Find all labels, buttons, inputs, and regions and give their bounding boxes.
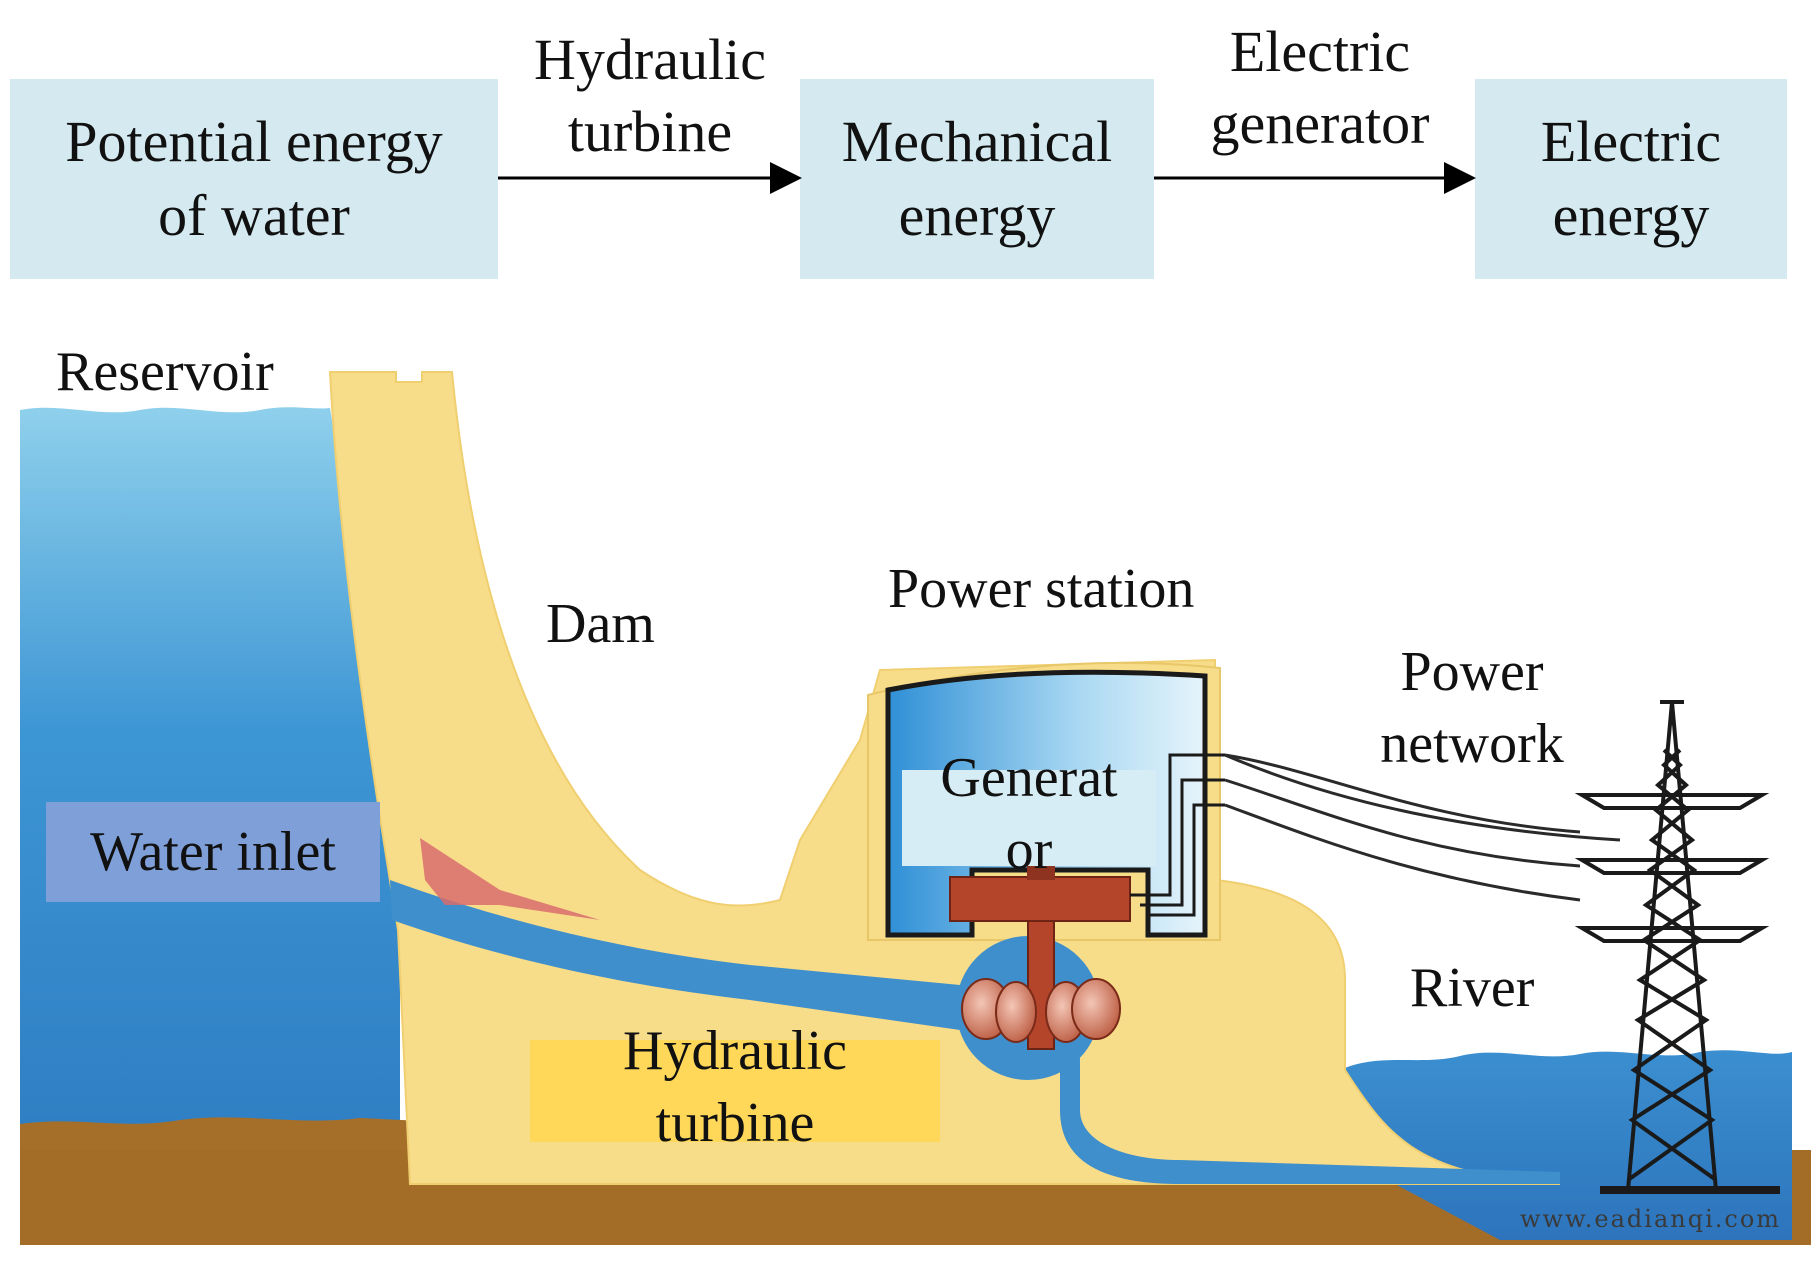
hydraulic-turbine-line1: Hydraulic bbox=[623, 1020, 847, 1082]
power-network-label: Power network bbox=[1362, 636, 1582, 780]
electric-energy-box: Electric energy bbox=[1475, 79, 1787, 279]
water-inlet-text: Water inlet bbox=[90, 821, 336, 883]
river-label: River bbox=[1402, 952, 1543, 1024]
water-inlet-arrow bbox=[420, 838, 600, 920]
arrow2-head bbox=[1444, 162, 1476, 194]
penstock bbox=[390, 880, 1560, 1184]
flow-arrows bbox=[498, 162, 1476, 194]
transmission-lines bbox=[1224, 753, 1621, 902]
power-network-line2: network bbox=[1380, 713, 1564, 775]
generator-line2: or bbox=[1005, 819, 1053, 881]
arrow2-line1: Electric bbox=[1229, 19, 1411, 84]
mechanical-energy-line2: energy bbox=[898, 183, 1056, 248]
generator-conductors bbox=[1130, 753, 1225, 917]
mechanical-energy-line1: Mechanical bbox=[841, 109, 1113, 174]
dam-label: Dam bbox=[546, 593, 655, 655]
mechanical-energy-box: Mechanical energy bbox=[800, 79, 1154, 279]
hydraulic-turbine-arrow-label: Hydraulic turbine bbox=[500, 24, 800, 168]
potential-energy-line2: of water bbox=[158, 183, 350, 248]
arrow1-head bbox=[770, 162, 802, 194]
transmission-tower bbox=[1574, 700, 1780, 1194]
electric-energy-line1: Electric bbox=[1540, 109, 1722, 174]
reservoir-label: Reservoir bbox=[56, 341, 274, 403]
rotor-cap bbox=[1027, 866, 1055, 880]
electric-energy-line2: energy bbox=[1552, 183, 1710, 248]
arrow1-line1: Hydraulic bbox=[534, 27, 766, 92]
hydraulic-turbine-label: Hydraulic turbine bbox=[530, 1020, 940, 1154]
potential-energy-line1: Potential energy bbox=[65, 109, 443, 174]
hydraulic-turbine-line2: turbine bbox=[655, 1092, 815, 1154]
watermark: www.eadianqi.com bbox=[1520, 1205, 1782, 1233]
potential-energy-box: Potential energy of water bbox=[10, 79, 498, 279]
electric-generator-arrow-label: Electric generator bbox=[1170, 16, 1470, 160]
power-station-label: Power station bbox=[888, 558, 1195, 620]
power-network-line1: Power bbox=[1400, 641, 1544, 703]
reservoir-water bbox=[20, 407, 400, 1124]
generator-label: Generat or bbox=[902, 747, 1156, 881]
generator-line1: Generat bbox=[940, 747, 1118, 809]
water-inlet-label: Water inlet bbox=[46, 802, 380, 902]
arrow2-line2: generator bbox=[1210, 91, 1430, 156]
arrow1-line2: turbine bbox=[567, 99, 733, 164]
turbine-blades bbox=[961, 978, 1121, 1043]
